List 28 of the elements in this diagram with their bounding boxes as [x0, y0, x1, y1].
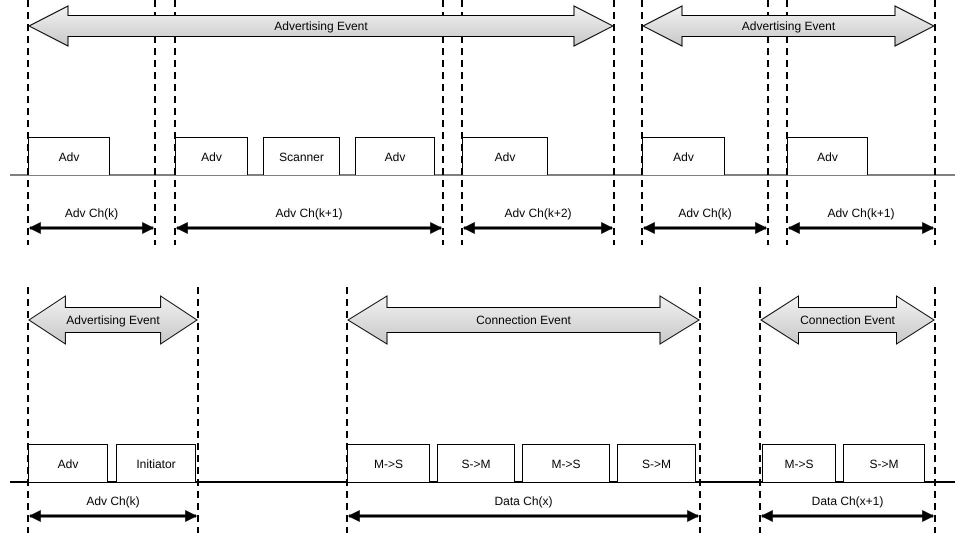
- channel-label: Data Ch(x+1): [812, 494, 884, 508]
- double-block-arrow: Connection Event: [760, 295, 935, 345]
- packet-box: Initiator: [116, 444, 196, 482]
- packet-box: S->M: [617, 444, 696, 482]
- packet-box: M->S: [762, 444, 836, 482]
- channel-label: Adv Ch(k+2): [504, 206, 572, 220]
- double-block-arrow: Advertising Event: [642, 5, 935, 47]
- packet-box: Scanner: [263, 137, 340, 175]
- channel-label: Data Ch(x): [494, 494, 552, 508]
- channel-label: Adv Ch(k): [86, 494, 140, 508]
- double-block-arrow: Advertising Event: [28, 5, 614, 47]
- packet-box: Adv: [28, 137, 110, 175]
- packet-box: Adv: [175, 137, 248, 175]
- packet-box: Adv: [28, 444, 108, 482]
- packet-box: Adv: [642, 137, 725, 175]
- double-block-arrow: Advertising Event: [28, 295, 198, 345]
- packet-box: Adv: [355, 137, 435, 175]
- packet-box: Adv: [462, 137, 548, 175]
- packet-box: M->S: [347, 444, 430, 482]
- packet-box: S->M: [437, 444, 515, 482]
- packet-box: Adv: [787, 137, 868, 175]
- channel-label: Adv Ch(k): [64, 206, 118, 220]
- channel-label: Adv Ch(k+1): [275, 206, 343, 220]
- channel-label: Adv Ch(k+1): [827, 206, 895, 220]
- packet-box: S->M: [843, 444, 925, 482]
- double-block-arrow: Connection Event: [347, 295, 700, 345]
- packet-box: M->S: [522, 444, 610, 482]
- channel-label: Adv Ch(k): [678, 206, 732, 220]
